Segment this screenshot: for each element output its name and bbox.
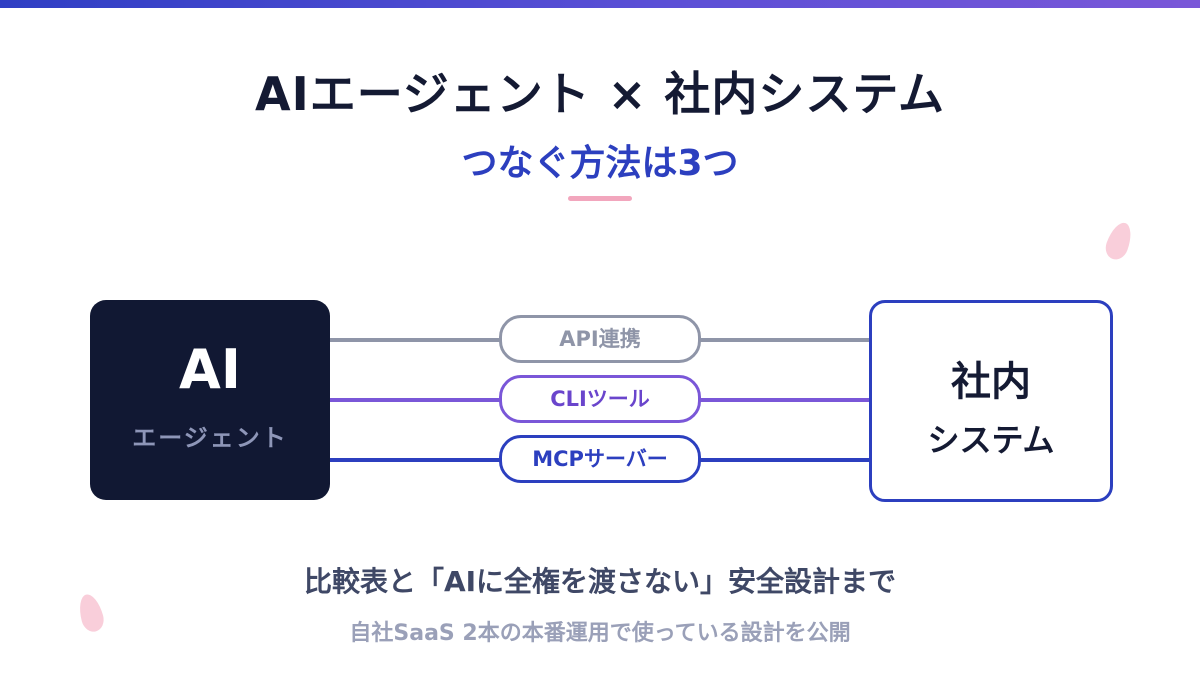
footer-caption: 比較表と「AIに全権を渡さない」安全設計まで — [303, 565, 897, 598]
sakura-petal-icon — [1102, 219, 1136, 263]
connection-pill-api: API連携 — [499, 315, 701, 363]
title-accent-line — [568, 196, 632, 201]
internal-system-node: 社内 システム — [869, 300, 1113, 502]
internal-system-label-line1: 社内 — [951, 359, 1031, 405]
internal-system-label-line2: システム — [927, 421, 1055, 459]
page-title: AIエージェント × 社内システム — [255, 67, 945, 121]
ai-agent-label: AI — [179, 338, 241, 401]
connection-pill-cli: CLIツール — [499, 375, 701, 423]
ai-agent-node: AI エージェント — [90, 300, 330, 500]
top-gradient-bar — [0, 0, 1200, 8]
connection-pill-mcp: MCPサーバー — [499, 435, 701, 483]
ai-agent-sublabel: エージェント — [132, 424, 288, 452]
footer-note: 自社SaaS 2本の本番運用で使っている設計を公開 — [349, 621, 851, 646]
page-subtitle: つなぐ方法は3つ — [461, 143, 739, 184]
